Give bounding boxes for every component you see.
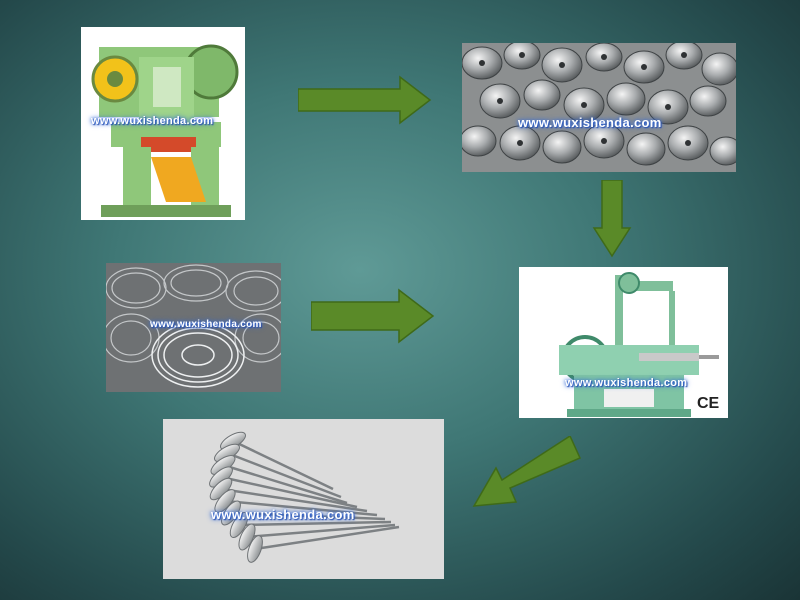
- wire-coils-illustration: [106, 264, 281, 388]
- ce-mark-icon: CE: [697, 395, 720, 412]
- punch-press-image: www.wuxishenda.com: [81, 27, 245, 220]
- right-arrow-icon: [298, 75, 432, 125]
- metal-caps-image: www.wuxishenda.com: [462, 43, 736, 172]
- wire-coils-image: www.wuxishenda.com: [106, 263, 281, 392]
- nail-machine-illustration: [559, 272, 719, 417]
- right-arrow-icon: [311, 288, 435, 344]
- punch-press-illustration: [91, 44, 239, 217]
- watermark: www.wuxishenda.com: [211, 507, 355, 522]
- watermark: www.wuxishenda.com: [518, 115, 662, 130]
- roofing-nails-illustration: [209, 431, 400, 563]
- nail-machine-image: www.wuxishenda.com CE: [519, 267, 728, 418]
- arrow-shape: [592, 180, 632, 258]
- down-arrow-icon: [592, 180, 632, 258]
- watermark: www.wuxishenda.com: [565, 377, 688, 389]
- arrow-shape: [311, 288, 435, 344]
- watermark: www.wuxishenda.com: [91, 115, 214, 127]
- down-left-arrow-icon: [472, 436, 581, 507]
- arrow-shape: [298, 75, 432, 125]
- watermark: www.wuxishenda.com: [150, 319, 262, 330]
- arrow-shape: [472, 436, 581, 507]
- metal-caps-illustration: [462, 43, 736, 166]
- roofing-nails-image: www.wuxishenda.com: [163, 419, 444, 579]
